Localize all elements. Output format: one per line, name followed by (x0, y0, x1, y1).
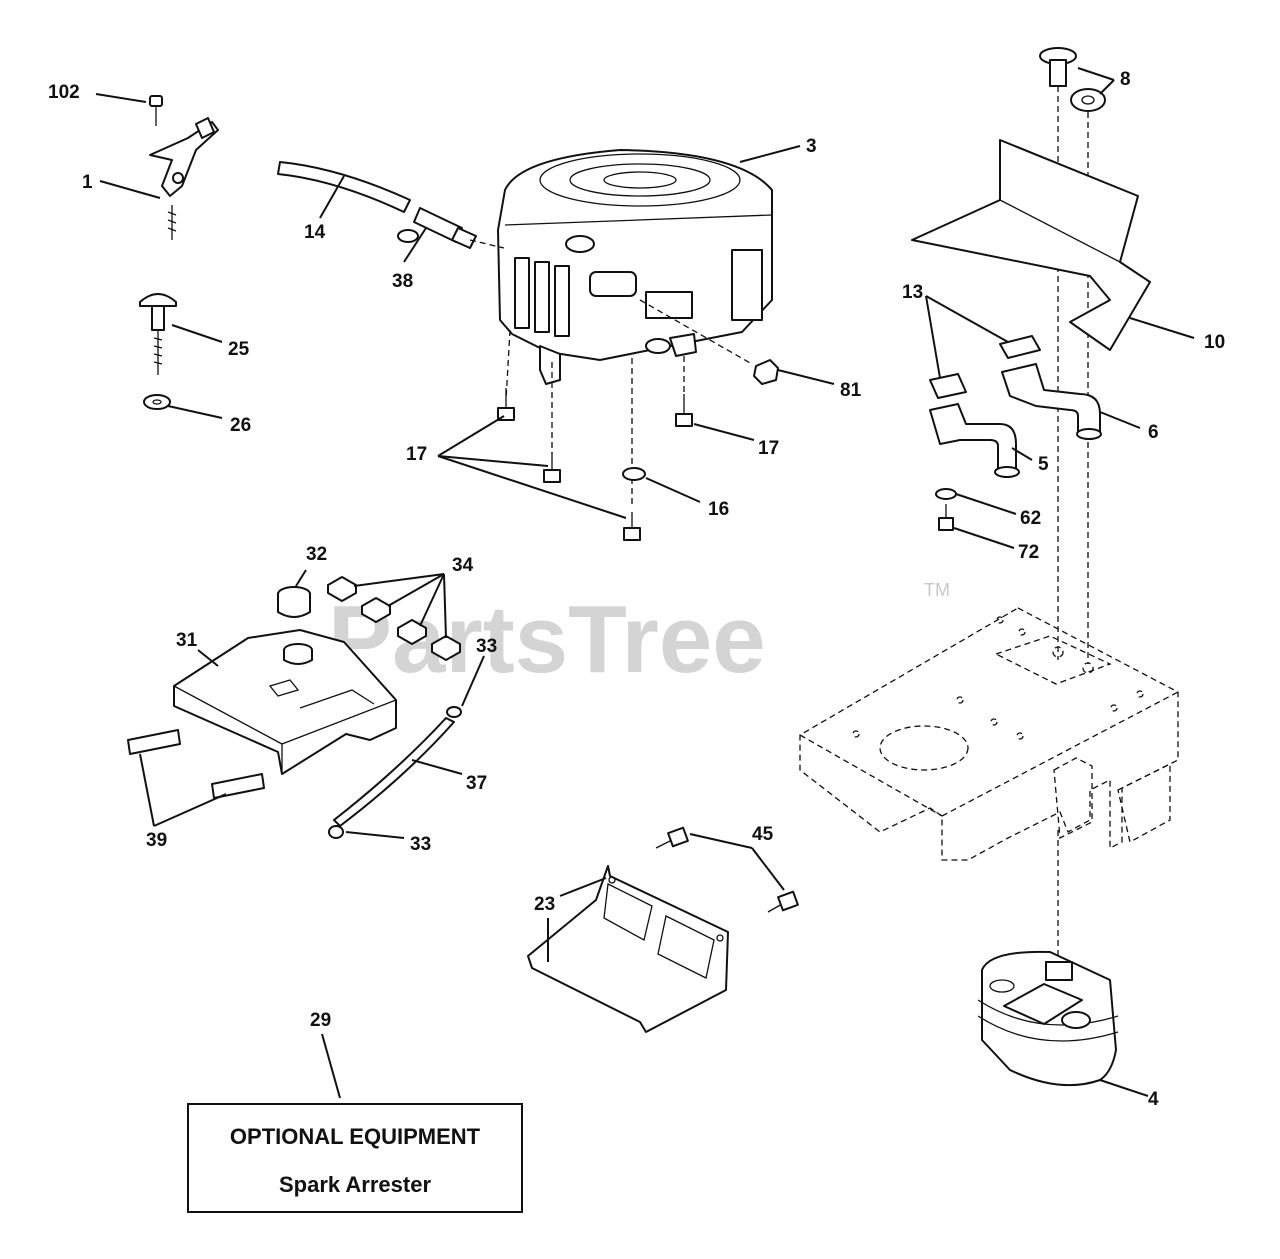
callout-32: 32 (306, 544, 327, 565)
exhaust-pipe-part-right[interactable] (1001, 363, 1102, 440)
callout-23: 23 (534, 894, 555, 915)
mounting-bracket-part[interactable] (527, 865, 729, 1033)
callout-81: 81 (840, 380, 862, 401)
callout-5: 5 (1038, 454, 1049, 475)
gasket-part-b[interactable] (929, 373, 967, 399)
callout-102: 102 (48, 82, 80, 103)
heat-shield-part[interactable] (911, 139, 1151, 351)
callout-26: 26 (230, 415, 251, 436)
fuel-cap-part[interactable] (277, 586, 311, 618)
top-washer-part[interactable] (1070, 88, 1106, 112)
callout-numbers: 102 1 25 26 14 38 3 81 17 17 16 8 10 13 … (48, 69, 1225, 1110)
callout-17-left: 17 (406, 444, 427, 465)
pad-part-b[interactable] (361, 597, 391, 623)
callout-4: 4 (1148, 1089, 1159, 1110)
callout-31: 31 (176, 630, 198, 651)
hose-clamp-part-top[interactable] (446, 706, 462, 718)
callout-8: 8 (1120, 69, 1131, 90)
top-bolt-part[interactable] (1039, 47, 1077, 87)
bolt-part-c[interactable] (623, 512, 641, 541)
pad-part-c[interactable] (397, 619, 427, 645)
callout-25: 25 (228, 339, 250, 360)
callout-33-bottom: 33 (410, 834, 431, 855)
callout-13: 13 (902, 282, 923, 303)
callout-17-right: 17 (758, 438, 779, 459)
exhaust-pipe-part-left[interactable] (929, 403, 1020, 478)
lock-washer-part[interactable] (622, 467, 646, 481)
callout-14: 14 (304, 222, 326, 243)
washer-part[interactable] (143, 394, 171, 410)
callout-3: 3 (806, 136, 817, 157)
gasket-part-a[interactable] (999, 335, 1041, 359)
pad-part-a[interactable] (327, 576, 357, 602)
callout-62: 62 (1020, 508, 1041, 529)
foam-pad-part-b[interactable] (211, 773, 265, 799)
frame-part[interactable] (799, 607, 1179, 861)
watermark-text: PartsTree (328, 586, 766, 693)
callout-39: 39 (146, 830, 167, 851)
fuel-tank-part[interactable] (173, 629, 397, 775)
exhaust-screw-part[interactable] (938, 504, 954, 531)
pin-part[interactable] (139, 293, 177, 375)
leader-lines (95, 67, 1195, 1099)
bolt-part-d[interactable] (675, 394, 693, 427)
callout-37: 37 (466, 773, 487, 794)
engine-part[interactable] (497, 149, 773, 385)
bolt-part-a[interactable] (497, 388, 515, 421)
callout-6: 6 (1148, 422, 1159, 443)
screw-part-b[interactable] (767, 890, 799, 913)
screw-part-a[interactable] (655, 826, 689, 849)
watermark-trademark: TM (924, 580, 950, 600)
muffler-part[interactable] (977, 950, 1119, 1087)
callout-45: 45 (752, 824, 774, 845)
hose-clamp-part-bottom[interactable] (328, 825, 344, 839)
foam-pad-part-a[interactable] (127, 729, 181, 755)
optional-equipment-heading: OPTIONAL EQUIPMENT (230, 1124, 481, 1149)
callout-16: 16 (708, 499, 729, 520)
callout-1: 1 (82, 172, 93, 193)
fuel-line-part[interactable] (277, 161, 411, 213)
exhaust-washer-part[interactable] (935, 488, 957, 500)
optional-equipment-box: OPTIONAL EQUIPMENT Spark Arrester (187, 1103, 523, 1213)
callout-29: 29 (310, 1010, 331, 1031)
throttle-control-part[interactable] (149, 95, 219, 240)
nut-part[interactable] (753, 359, 779, 385)
fuel-filter-part[interactable] (397, 207, 477, 249)
callout-38: 38 (392, 271, 413, 292)
callout-33-top: 33 (476, 636, 497, 657)
bolt-part-b[interactable] (543, 452, 561, 483)
callout-34: 34 (452, 555, 474, 576)
callout-10: 10 (1204, 332, 1225, 353)
spark-arrester-label: Spark Arrester (279, 1172, 431, 1197)
callout-72: 72 (1018, 542, 1039, 563)
